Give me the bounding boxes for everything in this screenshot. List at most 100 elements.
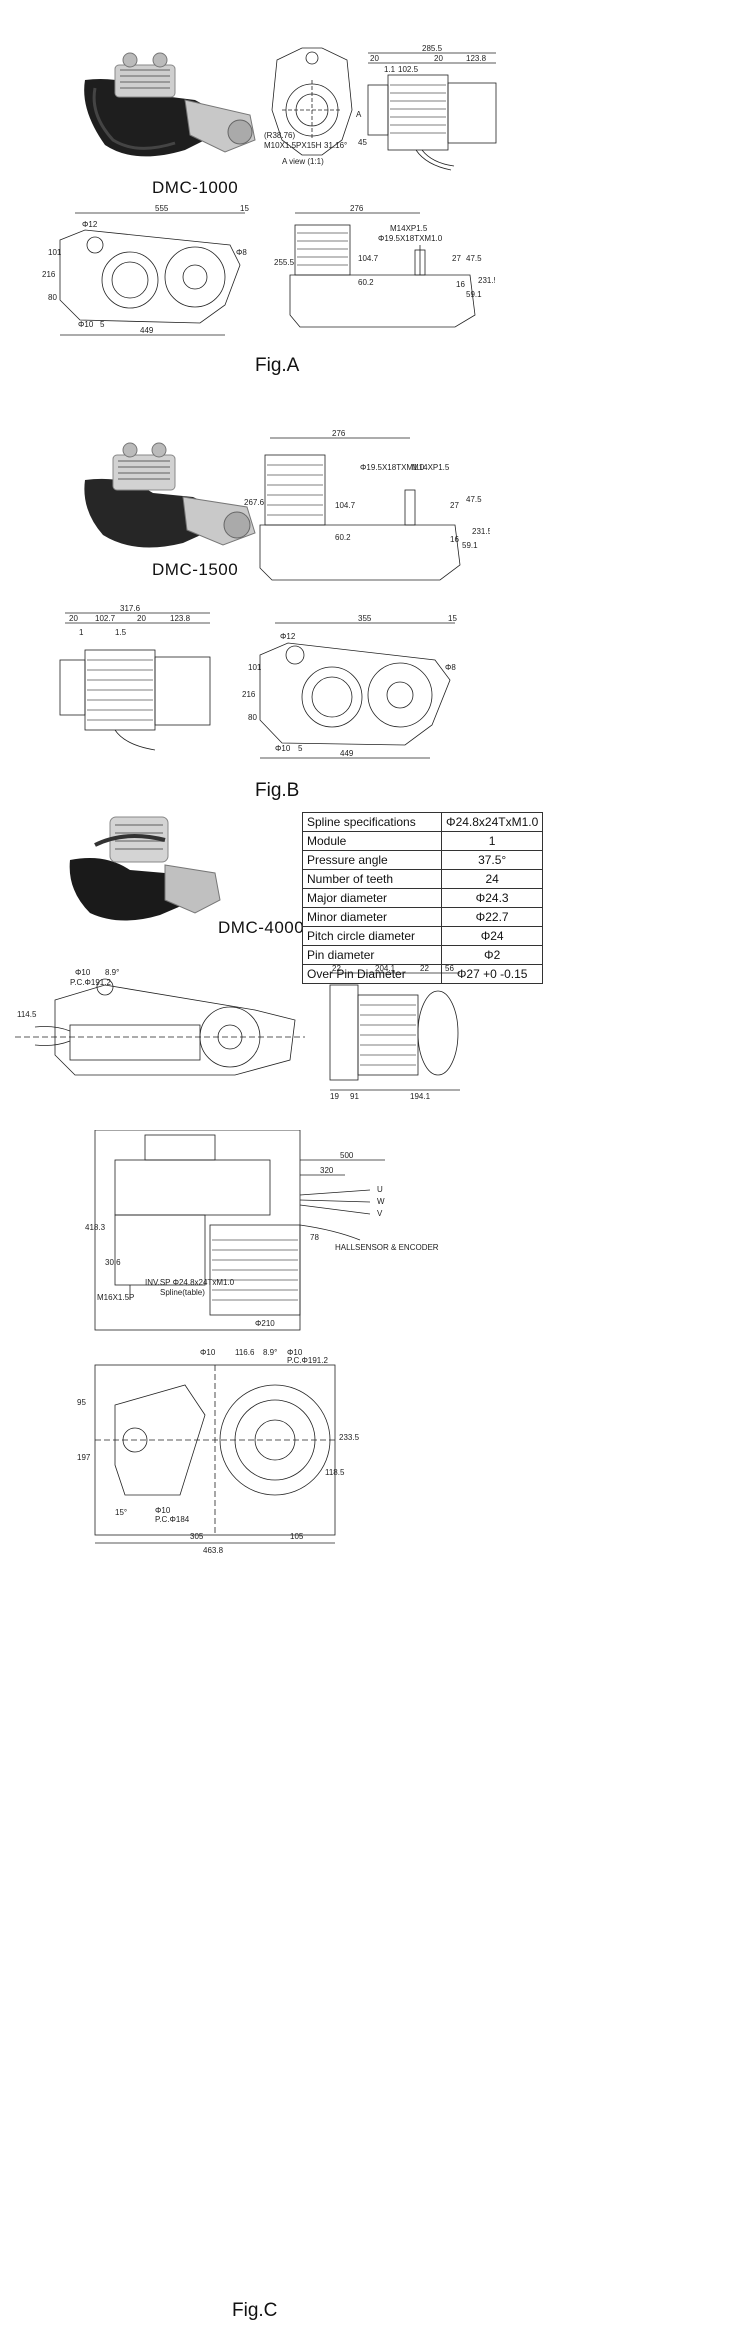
fig-c-side-pcd: P.C.Φ191.2 [70,978,111,987]
fig-c-bot-116: 116.6 [235,1348,255,1357]
fig-c-top-22b: 22 [420,965,429,973]
fig-c-bot-phi10a: Φ10 [200,1348,216,1357]
a-view-thread: M10X1.5PX15H [264,141,322,150]
fig-c-side-114: 114.5 [17,1010,37,1019]
fig-b-side-59: 59.1 [462,541,478,550]
fig-b-top-20b: 20 [137,614,146,623]
fig-b-side-267: 267.6 [244,498,265,507]
model-label-dmc-1000: DMC-1000 [152,178,239,197]
fig-c-top-22a: 22 [332,965,341,973]
fig-c-mid-m16: M16X1.5P [97,1293,134,1302]
fig-a-side-16: 16 [456,280,465,289]
spline-table-value: 24 [440,869,544,889]
fig-b-top-1: 1 [79,628,84,637]
fig-a-front-phi12: Φ12 [82,220,98,229]
fig-c-mid-78: 78 [310,1233,319,1242]
model-label-dmc-4000: DMC-4000 [218,918,305,937]
fig-b-front-5: 5 [298,744,303,753]
fig-b-side-16: 16 [450,535,459,544]
fig-a-dim-1-1: 1.1 [384,65,396,74]
fig-c-bot-95: 95 [77,1398,86,1407]
fig-a-dim-top: 285.5 [422,45,443,53]
fig-a-side-47: 47.5 [466,254,482,263]
fig-a-side-276: 276 [350,205,364,213]
fig-c-mid-418: 418.3 [85,1223,106,1232]
fig-a-front-phi8: Φ8 [236,248,247,257]
fig-c-mid-u: U [377,1185,383,1194]
spline-table-value: 37.5° [440,850,544,870]
spline-table-key: Number of teeth [302,869,442,889]
fig-a-front-drawing: 555 15 Φ12 101 216 80 Φ8 Φ10 5 449 [42,205,249,336]
model-label-dmc-1500: DMC-1500 [152,560,239,579]
spline-table-key: Minor diameter [302,907,442,927]
fig-a-front-216: 216 [42,270,56,279]
spline-table-key: Pin diameter [302,945,442,965]
fig-c-side-drawing: Φ10 P.C.Φ191.2 8.9° 114.5 [15,968,305,1076]
fig-b-front-355: 355 [358,615,372,623]
fig-a-side-spline: Φ19.5X18TXM1.0 [378,234,443,243]
spline-table-value: 1 [440,831,544,851]
fig-c-bot-pcd: P.C.Φ191.2 [287,1356,328,1365]
fig-b-top-drawing: 317.6 20 102.7 20 123.8 1 1.5 [59,605,211,751]
fig-c-mid-30: 30.6 [105,1258,121,1267]
spline-table-value: Φ22.7 [440,907,544,927]
fig-b-top-123: 123.8 [170,614,191,623]
spline-table-key: Spline specifications [302,812,442,832]
fig-a-side-231: 231.5 [478,276,495,285]
fig-c-top-91: 91 [350,1092,359,1100]
spline-table-value: Φ24.8x24TxM1.0 [440,812,544,832]
fig-b-front-phi10: Φ10 [275,744,291,753]
fig-b-side-drawing: 276 M14XP1.5 Φ19.5X18TXM1.0 267.6 104.7 … [244,430,490,581]
spline-table-value: Φ24 [440,926,544,946]
fig-a-side-255: 255.5 [274,258,295,267]
fig-b-front-drawing: 355 15 Φ12 101 216 80 Φ8 Φ10 5 449 [242,615,457,759]
fig-b-top-1-5: 1.5 [115,628,127,637]
fig-a-side-104: 104.7 [358,254,379,263]
fig-b-side-27: 27 [450,501,459,510]
fig-a-section: DMC-1000 (R38.76) M10X1.5PX15H 31.16° A … [0,0,740,580]
fig-c-top-56: 56 [445,965,454,973]
fig-c-mid-phi210: Φ210 [255,1319,275,1328]
fig-b-top-317: 317.6 [120,605,141,613]
fig-a-side-59: 59.1 [466,290,482,299]
fig-c-mid-inv: INV.SP Φ24.8x24TxM1.0 [145,1278,235,1287]
fig-b-front-phi12: Φ12 [280,632,296,641]
engine-photo-dmc-1000 [84,52,256,157]
spline-table-value: Φ24.3 [440,888,544,908]
fig-b-front-101: 101 [248,663,262,672]
spline-table-key: Major diameter [302,888,442,908]
fig-c-side-angle: 8.9° [105,968,119,977]
fig-b-side-104: 104.7 [335,501,356,510]
fig-c-bot-phi10b: Φ10 [287,1348,303,1357]
fig-c-top-194: 194.1 [410,1092,431,1100]
fig-a-top-drawing: 285.5 20 1.1 102.5 20 123.8 A 45 [356,45,497,171]
fig-c-caption: Fig.C [232,2300,278,2321]
fig-c-side-phi10: Φ10 [75,968,91,977]
fig-a-dim-20b: 20 [434,54,443,63]
fig-b-section: DMC-1500 276 M14XP1.5 Φ19.5X18TXM1.0 267… [0,420,740,810]
fig-c-bot-233: 233.5 [339,1433,360,1442]
fig-c-mid-hallsensor: HALLSENSOR & ENCODER [335,1243,439,1252]
fig-c-mid-v: V [377,1209,383,1218]
fig-c-bot-15deg: 15° [115,1508,127,1517]
a-view-angle: 31.16° [324,141,347,150]
fig-c-mid-500: 500 [340,1151,354,1160]
fig-c-bot-197: 197 [77,1453,91,1462]
fig-b-front-216: 216 [242,690,256,699]
fig-b-top-20a: 20 [69,614,78,623]
fig-c-bot-phi10c: Φ10 [155,1506,171,1515]
engine-photo-dmc-1500 [84,442,256,548]
fig-b-top-102: 102.7 [95,614,116,623]
fig-a-dim-102-5: 102.5 [398,65,419,74]
fig-a-arrow-a: A [356,110,362,119]
fig-c-mid-drawing: 500 320 U W V HALLSENSOR & ENCODER 418.3… [85,1130,439,1331]
